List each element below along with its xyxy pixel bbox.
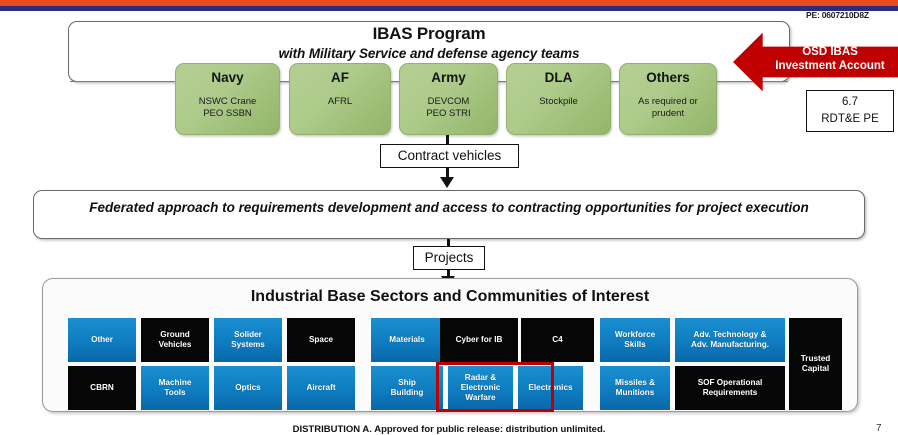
sector-tile-label: Other: [91, 335, 113, 344]
sector-tile[interactable]: Optics: [214, 366, 282, 410]
sector-tile-label: Optics: [235, 383, 261, 392]
sector-tile[interactable]: CBRN: [68, 366, 136, 410]
contract-arrow-icon: [440, 177, 454, 188]
federated-stem: [447, 239, 450, 247]
rdte-pe-number: 6.7: [842, 96, 858, 108]
program-subtitle: with Military Service and defense agency…: [278, 46, 580, 61]
sector-tile[interactable]: Materials: [371, 318, 443, 362]
rdte-pe-box: 6.7 RDT&E PE: [806, 90, 894, 132]
sector-tile[interactable]: C4: [521, 318, 594, 362]
page-number: 7: [876, 423, 882, 434]
sector-tile-label: C4: [552, 335, 563, 344]
sector-tile[interactable]: Electronics: [518, 366, 583, 410]
sector-tile[interactable]: Aircraft: [287, 366, 355, 410]
sector-tile[interactable]: Other: [68, 318, 136, 362]
service-box-dla[interactable]: DLA Stockpile: [506, 63, 611, 135]
rdte-pe-text: RDT&E PE: [821, 113, 879, 125]
industrial-base-title: Industrial Base Sectors and Communities …: [250, 288, 650, 305]
sector-tile-label: Space: [308, 335, 334, 344]
sector-tile-label: Missiles &Munitions: [614, 378, 656, 397]
sector-tile[interactable]: Space: [287, 318, 355, 362]
service-name: Army: [431, 70, 466, 85]
contract-vehicles-box: Contract vehicles: [380, 144, 519, 168]
service-name: AF: [331, 70, 349, 85]
army-stem: [446, 135, 449, 145]
federated-approach-text: Federated approach to requirements devel…: [89, 200, 809, 215]
projects-box: Projects: [413, 246, 485, 270]
federated-approach-container: [33, 190, 865, 239]
service-detail: AFRL: [327, 96, 353, 107]
top-white-bar: [0, 11, 898, 14]
sector-tile-label: Materials: [389, 335, 425, 344]
sector-tile-label: Electronics: [528, 383, 573, 392]
service-box-af[interactable]: AF AFRL: [289, 63, 391, 135]
service-detail: Stockpile: [539, 96, 578, 107]
sector-tile-label: Adv. Technology &Adv. Manufacturing.: [690, 330, 770, 349]
top-orange-bar: [0, 0, 898, 6]
contract-stem: [446, 168, 449, 178]
pe-code-label: PE: 0607210D8Z: [806, 10, 869, 20]
service-name: Navy: [211, 70, 244, 85]
projects-stem: [447, 270, 450, 278]
sector-tile-label: Aircraft: [306, 383, 336, 392]
sector-tile[interactable]: Adv. Technology &Adv. Manufacturing.: [675, 318, 785, 362]
sector-tile[interactable]: Cyber for IB: [440, 318, 518, 362]
sector-tile-label: Cyber for IB: [455, 335, 503, 344]
sector-tile[interactable]: Missiles &Munitions: [600, 366, 670, 410]
distribution-statement: DISTRIBUTION A. Approved for public rele…: [292, 424, 606, 435]
top-blue-bar: [0, 6, 898, 11]
service-name: DLA: [544, 70, 573, 85]
service-name: Others: [646, 70, 690, 85]
page-title: IBAS Program: [372, 24, 486, 43]
highlighted-sectors-outline: [436, 362, 554, 412]
sector-tile-label: CBRN: [90, 383, 114, 392]
